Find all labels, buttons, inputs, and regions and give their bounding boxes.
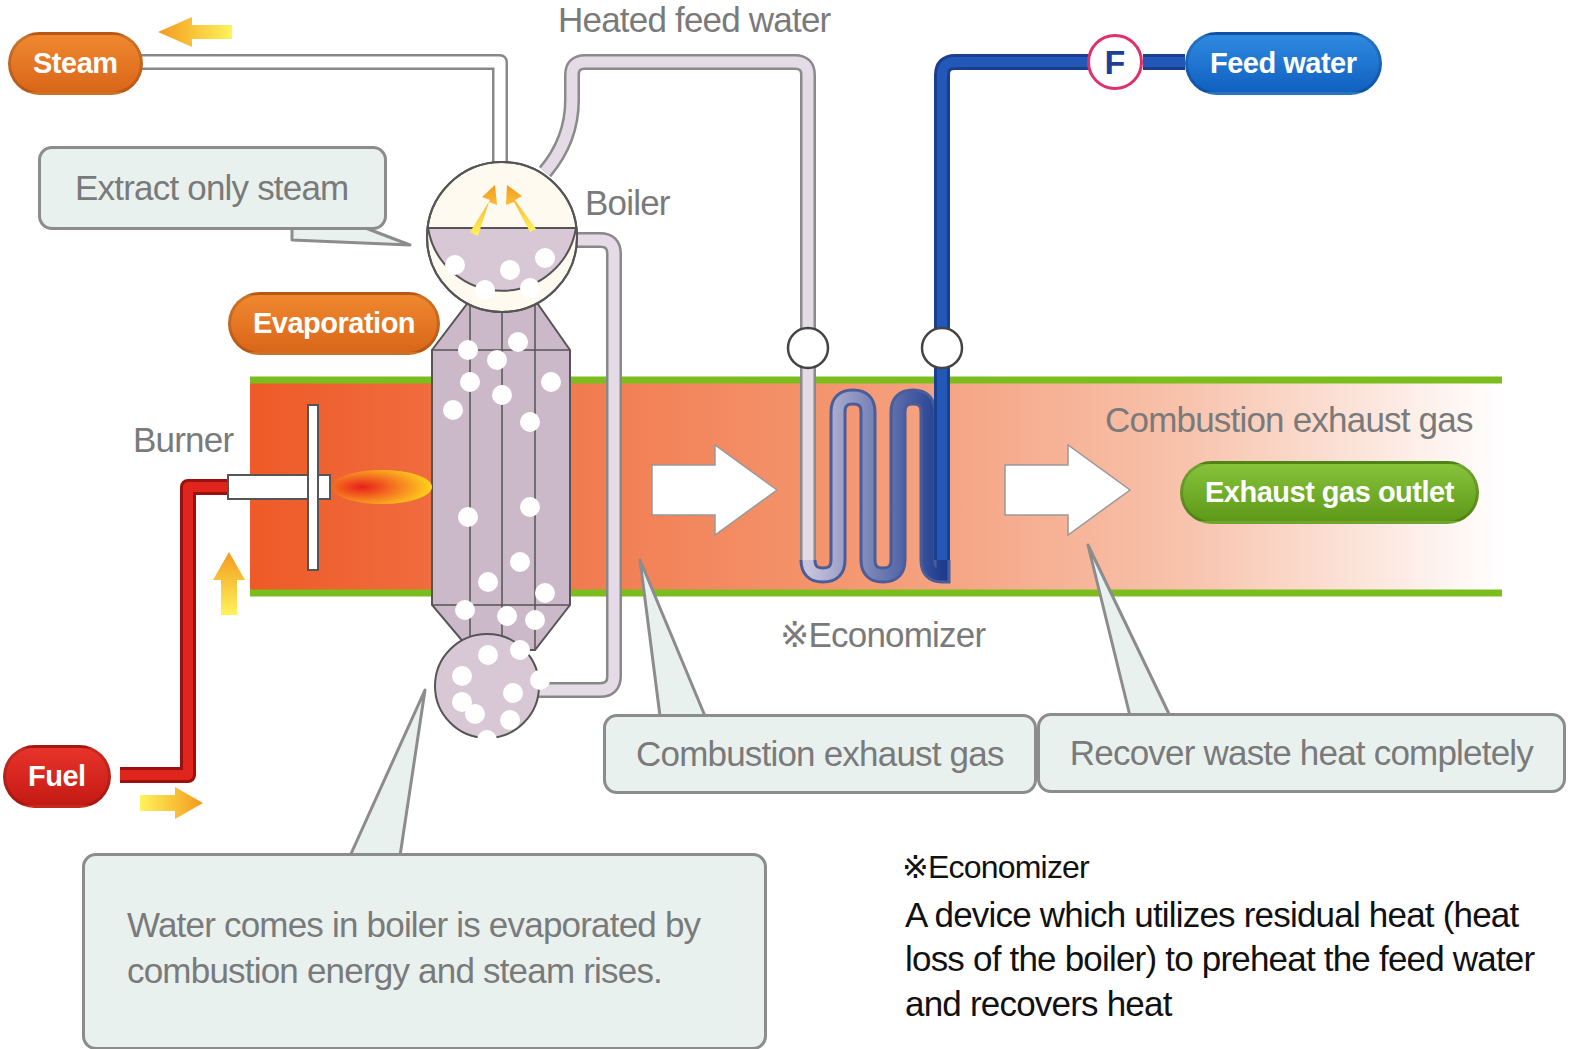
part-label: ※Economizer — [780, 615, 985, 655]
flow-meter: F — [1087, 34, 1143, 90]
note-text: A device which utilizes residual heat (h… — [905, 893, 1545, 1026]
feed-pipe — [1143, 62, 1185, 63]
node-text: Fuel — [28, 760, 86, 793]
part-label: Heated feed water — [558, 0, 830, 40]
callout-box: Combustion exhaust gas — [603, 714, 1037, 794]
node-text: Exhaust gas outlet — [1205, 476, 1454, 509]
callout-box: Recover waste heat completely — [1037, 713, 1566, 793]
node-text: Extract only steam — [75, 165, 348, 211]
node-text: Water comes in boiler is evaporated by c… — [127, 902, 724, 993]
part-label: Combustion exhaust gas — [1105, 400, 1473, 440]
part-label: Boiler — [585, 183, 670, 223]
node-text: Steam — [33, 47, 118, 80]
label-pill: Exhaust gas outlet — [1180, 461, 1479, 524]
label-pill: Feed water — [1185, 32, 1382, 95]
part-label: Burner — [133, 420, 233, 460]
node-text: Feed water — [1210, 47, 1357, 80]
node-text: Evaporation — [253, 307, 415, 340]
label-pill: Steam — [8, 32, 143, 95]
note-text: ※Economizer — [902, 848, 1089, 886]
callout-box: Water comes in boiler is evaporated by c… — [82, 853, 767, 1049]
label-pill: Fuel — [3, 745, 111, 808]
node-text: Recover waste heat completely — [1070, 730, 1533, 776]
label-pill: Evaporation — [228, 292, 440, 355]
node-text: Combustion exhaust gas — [636, 731, 1004, 777]
node-text: F — [1105, 43, 1126, 82]
callout-box: Extract only steam — [38, 146, 387, 230]
